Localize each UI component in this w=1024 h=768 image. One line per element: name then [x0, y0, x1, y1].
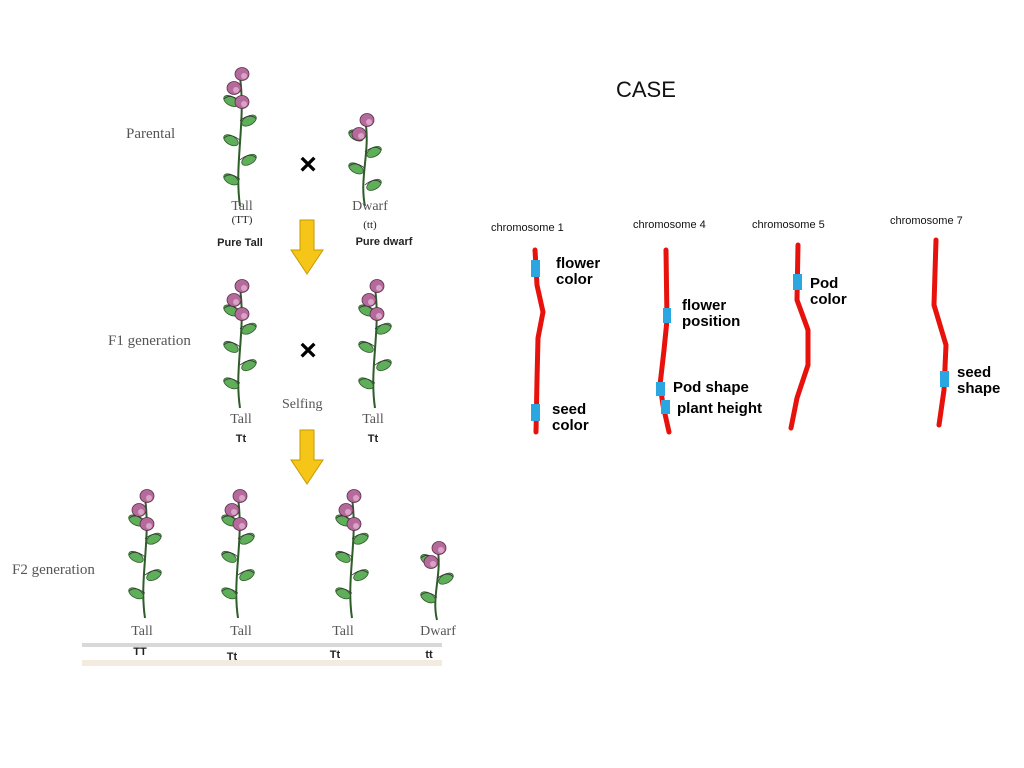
- f2-tall-1-label: Tall: [131, 624, 153, 639]
- gene-label-seed-color: seed color: [552, 401, 589, 434]
- plant-icon-parental-tall: [223, 67, 257, 207]
- chromosome-5-strand: [788, 242, 811, 431]
- plant-icon-f1-tall-1: [223, 279, 257, 409]
- gene-marker-plant-height: [661, 400, 670, 414]
- gene-label-plant-height: plant height: [677, 400, 762, 417]
- gene-label-pod-color: Pod color: [810, 275, 847, 308]
- f2-tall-2-genotype: Tt: [226, 651, 238, 663]
- parental-tall-label: Tall: [231, 199, 253, 214]
- f2-tall-3-genotype: Tt: [329, 649, 341, 661]
- cross-symbol-parental: ×: [299, 148, 317, 181]
- generation-label-f1: F1 generation: [108, 333, 191, 349]
- gene-marker-flower-position: [663, 308, 671, 323]
- plant-icon-f2-tall-1: [128, 489, 162, 619]
- gene-marker-pod-shape: [656, 382, 665, 396]
- plant-icon-f2-dwarf: [420, 541, 454, 621]
- f2-tall-2-label: Tall: [230, 624, 252, 639]
- gene-label-flower-position: flower position: [682, 297, 741, 330]
- parental-dwarf-note: Pure dwarf: [355, 236, 413, 248]
- parental-tall-note: Pure Tall: [217, 237, 263, 249]
- f1-tall-1-label: Tall: [230, 412, 252, 427]
- chromosome-5-title: chromosome 5: [752, 219, 825, 231]
- f1-tall-2-genotype: Tt: [367, 433, 379, 445]
- gene-marker-flower-color: [531, 260, 540, 277]
- plant-icon-f2-tall-2: [221, 489, 255, 619]
- gene-label-pod-shape: Pod shape: [673, 379, 749, 396]
- slide-title: CASE: [616, 77, 676, 102]
- chromosome-7-strand: [931, 237, 949, 428]
- generation-label-f2: F2 generation: [12, 562, 95, 578]
- f1-tall-2-label: Tall: [362, 412, 384, 427]
- arrow-down-icon: [290, 429, 324, 485]
- parental-dwarf-alleles: (tt): [363, 219, 377, 231]
- f2-dwarf-label: Dwarf: [420, 624, 456, 639]
- gene-marker-seed-shape: [940, 371, 949, 387]
- genotype-bar: [82, 643, 442, 647]
- generation-label-parental: Parental: [126, 126, 176, 142]
- selfing-label: Selfing: [282, 397, 323, 412]
- plant-icon-f2-tall-3: [335, 489, 369, 619]
- arrow-down-icon: [290, 219, 324, 275]
- chromosome-4-title: chromosome 4: [633, 219, 706, 231]
- f2-tall-1-genotype: TT: [133, 646, 147, 658]
- parental-tall-alleles: (TT): [231, 214, 253, 226]
- chromosome-7-title: chromosome 7: [890, 215, 963, 227]
- gene-label-seed-shape: seed shape: [957, 364, 1001, 397]
- chromosome-1-title: chromosome 1: [491, 222, 564, 234]
- chromosome-1-strand: [532, 247, 546, 435]
- f2-dwarf-genotype: tt: [425, 649, 433, 661]
- gene-marker-pod-color: [793, 274, 802, 290]
- gene-marker-seed-color: [531, 404, 540, 421]
- gene-label-flower-color: flower color: [556, 255, 601, 288]
- genotype-bar-base: [82, 660, 442, 666]
- plant-icon-parental-dwarf: [348, 113, 382, 207]
- f2-tall-3-label: Tall: [332, 624, 354, 639]
- parental-dwarf-label: Dwarf: [352, 199, 388, 214]
- plant-icon-f1-tall-2: [358, 279, 392, 409]
- f1-tall-1-genotype: Tt: [235, 433, 247, 445]
- cross-symbol-f1: ×: [299, 334, 317, 367]
